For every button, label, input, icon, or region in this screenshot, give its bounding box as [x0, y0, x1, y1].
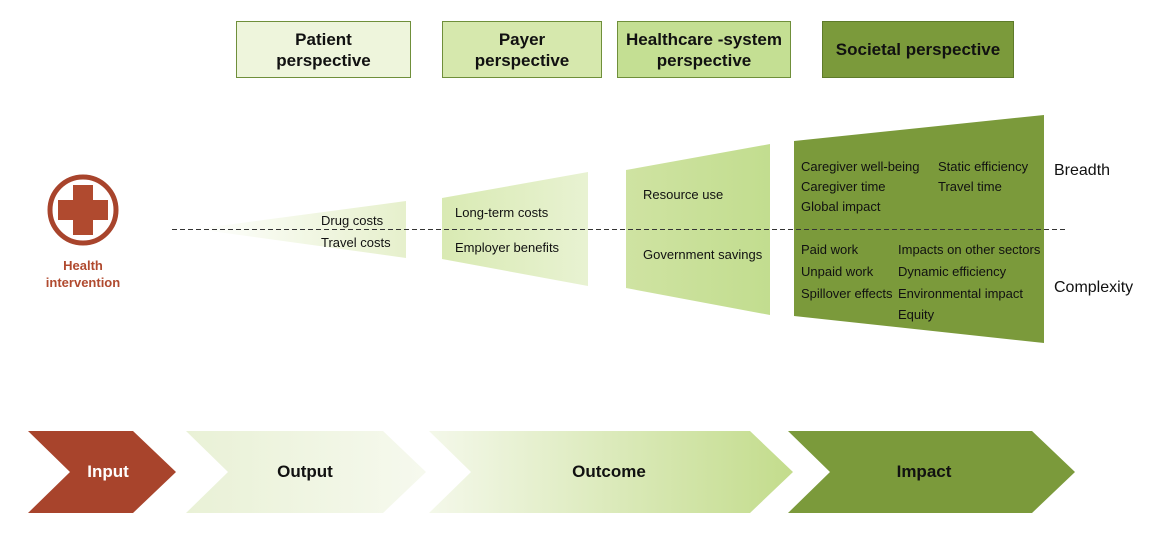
output-label: Output: [277, 462, 333, 481]
patient-perspective-box: Patient perspective: [236, 21, 411, 78]
travel-time-label: Travel time: [938, 179, 1002, 194]
environmental-impact-label: Environmental impact: [898, 286, 1023, 301]
caregiver-wellbeing-label: Caregiver well-being: [801, 159, 920, 174]
dynamic-efficiency-label: Dynamic efficiency: [898, 264, 1007, 279]
employer-benefits-label: Employer benefits: [455, 240, 560, 255]
unpaid-work-label: Unpaid work: [801, 264, 874, 279]
outcome-chevron: [429, 431, 793, 513]
input-label: Input: [87, 462, 129, 481]
health-intervention-label: Health intervention: [45, 258, 121, 290]
payer-funnel: [442, 172, 588, 286]
paid-work-label: Paid work: [801, 242, 859, 257]
long-term-costs-label: Long-term costs: [455, 205, 549, 220]
payer-perspective-box: Payer perspective: [442, 21, 602, 78]
impact-chevron: [788, 431, 1075, 513]
static-efficiency-label: Static efficiency: [938, 159, 1029, 174]
complexity-label: Complexity: [1054, 279, 1134, 296]
impact-label: Impact: [896, 462, 952, 481]
impacts-on-other-sectors-label: Impacts on other sectors: [898, 242, 1041, 257]
global-impact-label: Global impact: [801, 199, 881, 214]
government-savings-label: Government savings: [643, 247, 763, 262]
breadth-label: Breadth: [1054, 162, 1111, 179]
equity-label: Equity: [898, 307, 935, 322]
healthcare-system-perspective-box: Healthcare -system perspective: [617, 21, 791, 78]
caregiver-time-label: Caregiver time: [801, 179, 886, 194]
healthcare-funnel: [626, 144, 770, 315]
societal-perspective-box: Societal perspective: [822, 21, 1014, 78]
input-chevron: [28, 431, 176, 513]
resource-use-label: Resource use: [643, 187, 724, 202]
outcome-label: Outcome: [572, 462, 646, 481]
travel-costs-label: Travel costs: [321, 235, 391, 250]
medical-cross-icon: [47, 174, 119, 246]
spillover-effects-label: Spillover effects: [801, 286, 893, 301]
drug-costs-label: Drug costs: [321, 213, 384, 228]
output-chevron: [186, 431, 426, 513]
